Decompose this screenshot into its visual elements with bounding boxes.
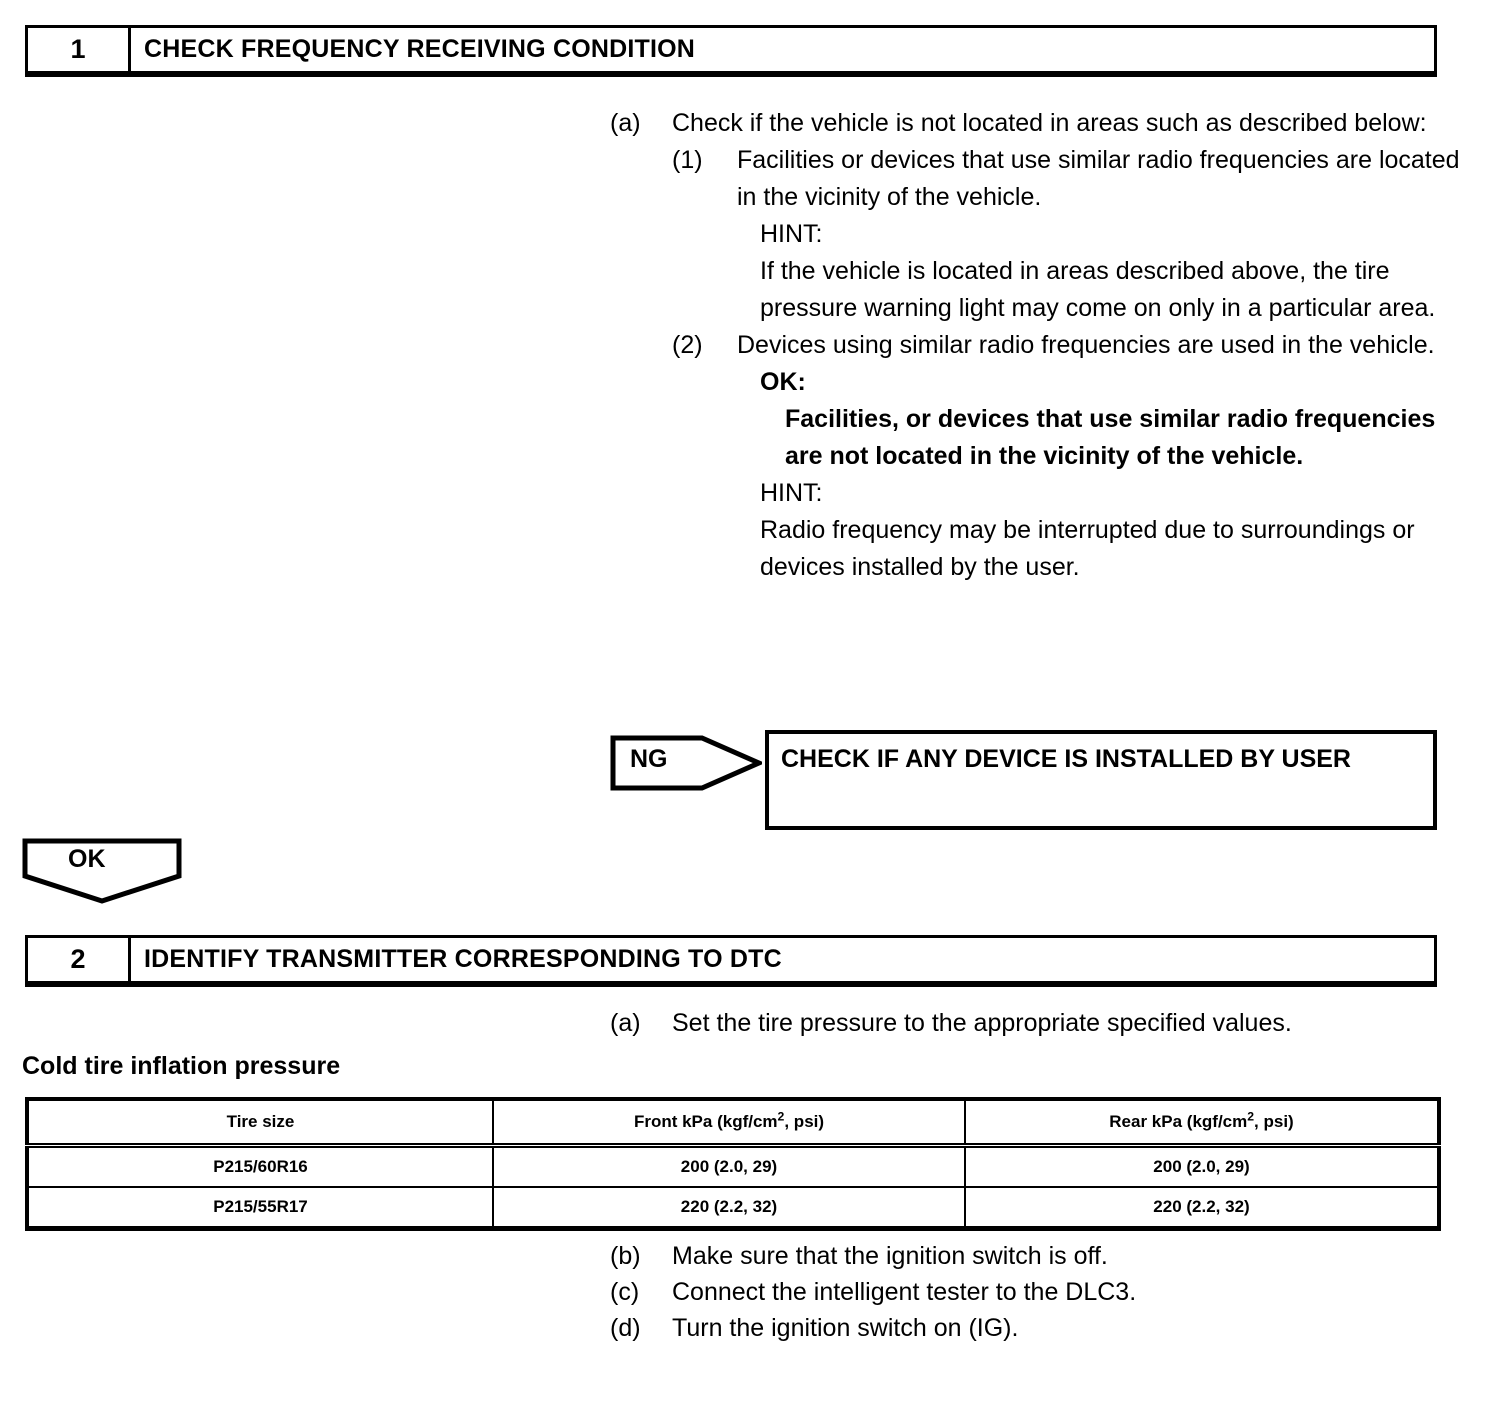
header-0-pre: Tire size — [226, 1112, 295, 1131]
step-1-sub-2-hint-text: Radio frequency may be interrupted due t… — [760, 516, 1415, 581]
header-2-post: , psi) — [1254, 1112, 1294, 1131]
step-2-item-c-text: Connect the intelligent tester to the DL… — [672, 1278, 1137, 1306]
step-2-item-b: (b) Make sure that the ignition switch i… — [610, 1238, 1460, 1274]
step-2-item-a: (a) Set the tire pressure to the appropr… — [610, 1005, 1460, 1042]
spec-table-caption: Cold tire inflation pressure — [22, 1052, 341, 1080]
header-1-pre: Front kPa (kgf/cm — [633, 1112, 778, 1131]
header-2-pre: Rear kPa (kgf/cm — [1109, 1112, 1248, 1131]
step-1-procedure: (a) Check if the vehicle is not located … — [610, 105, 1460, 586]
table-cell-front: 220 (2.2, 32) — [492, 1186, 966, 1231]
step-2-item-c-marker: (c) — [610, 1278, 640, 1306]
step-2-number: 2 — [28, 938, 131, 981]
ng-arrow-icon — [610, 735, 762, 791]
step-1-sub-2-marker: (2) — [672, 331, 703, 359]
step-1-sub-1-hint-text: If the vehicle is located in areas descr… — [760, 257, 1436, 322]
step-1-number: 1 — [28, 28, 131, 71]
step-1-sub-1-marker: (1) — [672, 146, 703, 174]
table-cell-rear: 220 (2.2, 32) — [964, 1186, 1441, 1231]
step-1-header: 1 CHECK FREQUENCY RECEIVING CONDITION — [25, 25, 1437, 77]
step-1-sub-1-hint-label: HINT: — [760, 220, 823, 248]
step-2-title: IDENTIFY TRANSMITTER CORRESPONDING TO DT… — [144, 945, 782, 973]
header-1-sup: 2 — [777, 1109, 785, 1124]
step-1-sub-1-text: Facilities or devices that use similar r… — [737, 146, 1460, 211]
step-1-ok-text: Facilities, or devices that use similar … — [785, 405, 1436, 470]
header-1-post: , psi) — [784, 1112, 825, 1131]
step-1-title: CHECK FREQUENCY RECEIVING CONDITION — [144, 35, 696, 63]
table-cell-front: 200 (2.0, 29) — [492, 1144, 966, 1188]
step-2-header: 2 IDENTIFY TRANSMITTER CORRESPONDING TO … — [25, 935, 1437, 987]
ok-label: OK — [68, 845, 106, 873]
step-2-procedure: (b) Make sure that the ignition switch i… — [610, 1238, 1460, 1346]
step-1-sub-1: (1) Facilities or devices that use simil… — [672, 142, 1460, 216]
header-2-sup: 2 — [1247, 1109, 1255, 1124]
step-1-item-a-text: Check if the vehicle is not located in a… — [672, 109, 1427, 137]
spec-table-header-row: Tire size Front kPa (kgf/cm2, psi) Rear … — [25, 1097, 1441, 1148]
spec-table-header-tire-size: Tire size — [25, 1097, 494, 1148]
spec-table-header-rear: Rear kPa (kgf/cm2, psi) — [964, 1097, 1441, 1148]
table-cell-tire-size: P215/60R16 — [25, 1144, 494, 1188]
step-1-ok-label: OK: — [760, 368, 806, 396]
step-1-sub-2-hint-label: HINT: — [760, 479, 823, 507]
table-row: P215/60R16 200 (2.0, 29) 200 (2.0, 29) — [25, 1144, 1441, 1188]
table-cell-rear: 200 (2.0, 29) — [964, 1144, 1441, 1188]
step-2-item-d-text: Turn the ignition switch on (IG). — [672, 1314, 1019, 1342]
step-1-item-a-marker: (a) — [610, 109, 641, 137]
spec-table-header-front: Front kPa (kgf/cm2, psi) — [492, 1097, 966, 1148]
ng-result-box: CHECK IF ANY DEVICE IS INSTALLED BY USER — [765, 730, 1437, 830]
table-cell-tire-size: P215/55R17 — [25, 1186, 494, 1231]
step-2-item-c: (c) Connect the intelligent tester to th… — [610, 1274, 1460, 1310]
step-2-item-d-marker: (d) — [610, 1314, 641, 1342]
cold-tire-inflation-pressure-table: Tire size Front kPa (kgf/cm2, psi) Rear … — [25, 1097, 1441, 1231]
step-1-sub-2-text: Devices using similar radio frequencies … — [737, 331, 1435, 359]
step-2-item-d: (d) Turn the ignition switch on (IG). — [610, 1310, 1460, 1346]
step-2-item-b-marker: (b) — [610, 1242, 641, 1270]
step-1-item-a: (a) Check if the vehicle is not located … — [610, 105, 1460, 142]
step-1-sub-2: (2) Devices using similar radio frequenc… — [672, 327, 1460, 364]
step-2-item-a-text: Set the tire pressure to the appropriate… — [672, 1009, 1292, 1037]
ok-arrow-icon — [22, 838, 182, 904]
step-2-item-b-text: Make sure that the ignition switch is of… — [672, 1242, 1108, 1270]
table-row: P215/55R17 220 (2.2, 32) 220 (2.2, 32) — [25, 1186, 1441, 1231]
step-2-item-a-marker: (a) — [610, 1009, 641, 1037]
ng-label: NG — [630, 745, 668, 773]
